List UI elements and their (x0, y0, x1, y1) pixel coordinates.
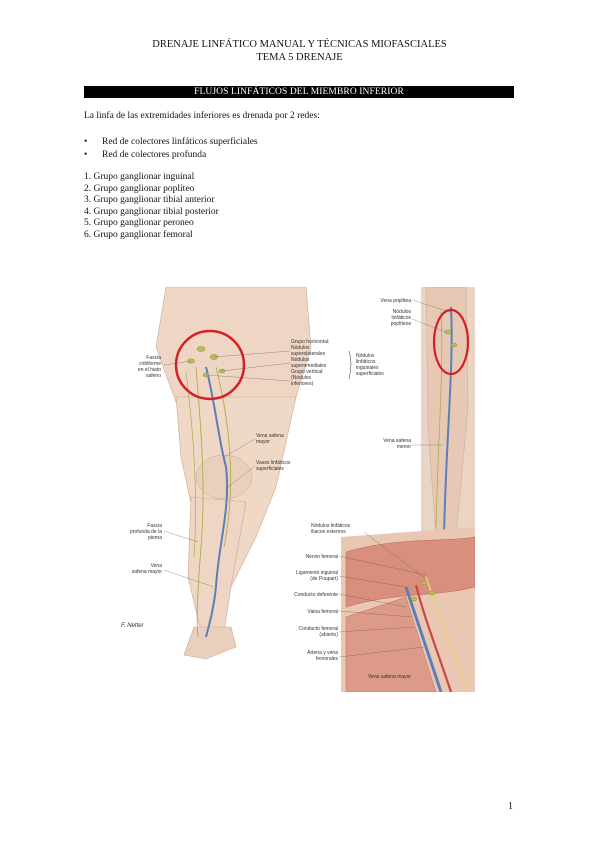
svg-text:Nódulos: Nódulos (356, 353, 375, 359)
list-item: 3. Grupo ganglionar tibial anterior (84, 195, 215, 205)
list-item: 2. Grupo ganglionar poplíteo (84, 183, 195, 194)
svg-text:safena mayor: safena mayor (132, 569, 163, 575)
intro-paragraph: La linfa de las extremidades inferiores … (84, 111, 320, 121)
list-item: 1. Grupo ganglionar inguinal (84, 172, 195, 182)
list-item: •Red de colectores linfáticos superficia… (84, 137, 258, 147)
document-header-title: DRENAJE LINFÁTICO MANUAL Y TÉCNICAS MIOF… (152, 39, 447, 50)
svg-text:poplíteos: poplíteos (391, 321, 412, 327)
section-title-banner: FLUJOS LINFÁTICOS DEL MIEMBRO INFERIOR (84, 86, 514, 98)
list-item: •Red de colectores profunda (84, 150, 207, 160)
svg-text:profunda de la: profunda de la (130, 529, 162, 535)
svg-text:femorales: femorales (316, 656, 338, 662)
svg-text:inguinales: inguinales (356, 365, 379, 371)
svg-text:cribiforme: cribiforme (139, 361, 161, 367)
svg-text:Vena poplítea: Vena poplítea (380, 298, 411, 304)
svg-text:(de Poupart): (de Poupart) (310, 576, 338, 582)
svg-text:Vena: Vena (151, 563, 163, 569)
lower-limb-illustration: Fascia cribiforme en el hiato safeno Gru… (106, 287, 475, 692)
svg-text:superolaterales: superolaterales (291, 351, 326, 357)
svg-text:Nervio femoral: Nervio femoral (305, 554, 338, 560)
svg-text:superficiales: superficiales (356, 371, 384, 377)
document-header-subtitle: TEMA 5 DRENAJE (256, 52, 343, 63)
svg-text:superficiales: superficiales (256, 466, 284, 472)
svg-text:Vena safena mayor: Vena safena mayor (368, 674, 411, 680)
svg-text:Vaina femoral: Vaina femoral (308, 609, 338, 615)
popliteal-highlight-circle (432, 308, 470, 376)
ganglion-group-list: 1. Grupo ganglionar inguinal 2. Grupo ga… (84, 172, 219, 241)
svg-text:Nódulos linfáticos: Nódulos linfáticos (311, 523, 351, 529)
svg-text:en el hiato: en el hiato (138, 367, 161, 373)
list-item: 4. Grupo ganglionar tibial posterior (84, 206, 219, 217)
svg-text:Grupo vertical:: Grupo vertical: (291, 369, 324, 375)
svg-text:Grupo horizontal:: Grupo horizontal: (291, 339, 329, 345)
svg-text:mayor: mayor (256, 439, 270, 445)
bullet-icon: • (84, 150, 88, 160)
list-item: 6. Grupo ganglionar femoral (84, 229, 193, 240)
svg-text:Conducto femoral: Conducto femoral (299, 626, 338, 632)
svg-text:linfáticos: linfáticos (392, 315, 412, 321)
anatomy-figure: Fascia cribiforme en el hiato safeno Gru… (106, 287, 475, 692)
svg-text:pierna: pierna (148, 535, 162, 541)
svg-text:linfáticos: linfáticos (356, 359, 376, 365)
svg-text:ilíacos externos: ilíacos externos (311, 529, 346, 535)
svg-text:Conducto deferente: Conducto deferente (294, 592, 338, 598)
svg-text:Nódulos: Nódulos (393, 309, 412, 315)
svg-text:inferiores): inferiores) (291, 381, 314, 387)
list-item: 5. Grupo ganglionar peroneo (84, 218, 194, 228)
svg-text:menor: menor (397, 444, 412, 450)
svg-text:Ligamento inguinal: Ligamento inguinal (296, 570, 338, 576)
bullet-list: •Red de colectores linfáticos superficia… (84, 136, 258, 162)
svg-text:Vena safena: Vena safena (256, 433, 284, 439)
svg-text:Vasos linfáticos: Vasos linfáticos (256, 460, 291, 466)
page-number: 1 (508, 801, 513, 812)
inguinal-highlight-circle (174, 329, 246, 401)
svg-text:Fascia: Fascia (147, 523, 162, 529)
svg-text:Arteria y vena: Arteria y vena (307, 650, 338, 656)
svg-text:Fascia: Fascia (146, 355, 161, 361)
svg-text:safeno: safeno (146, 373, 161, 379)
svg-text:Vena safena: Vena safena (383, 438, 411, 444)
bullet-icon: • (84, 137, 88, 147)
svg-text:(abierto): (abierto) (319, 632, 338, 638)
svg-text:Nódulos: Nódulos (291, 357, 310, 363)
artist-signature: F. Netter (121, 623, 145, 629)
svg-text:(Nódulos: (Nódulos (291, 375, 312, 381)
svg-text:superomediales: superomediales (291, 363, 327, 369)
svg-text:Nódulos: Nódulos (291, 345, 310, 351)
